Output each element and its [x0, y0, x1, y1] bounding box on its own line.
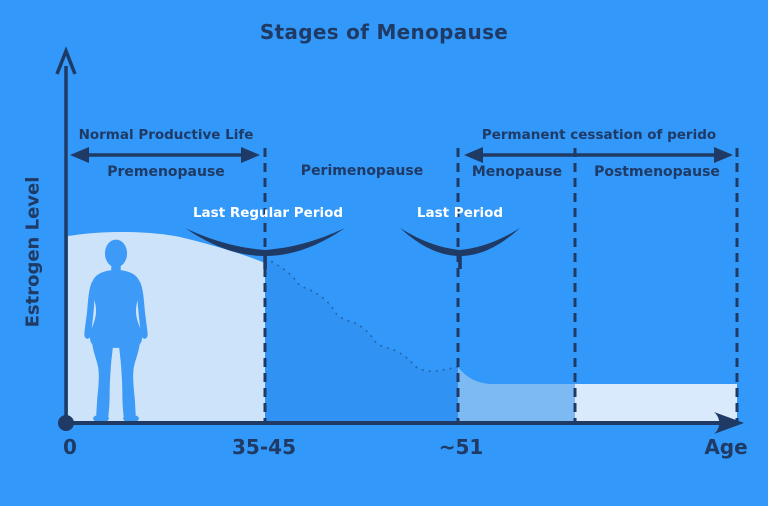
perimenopause-area-fill	[265, 258, 458, 421]
y-axis-label: Estrogen Level	[22, 176, 44, 328]
origin-dot	[58, 415, 74, 431]
postmenopause-area-fill	[575, 384, 737, 421]
cessation-range-arrow	[464, 147, 733, 163]
stage-label-postmenopause: Postmenopause	[594, 164, 720, 180]
x-axis-label-age: Age	[704, 435, 748, 459]
callout-last-period: Last Period	[416, 205, 504, 221]
range-label-cessation: Permanent cessation of perido	[481, 127, 717, 143]
x-axis-arrow-icon	[714, 412, 744, 434]
page-title: Stages of Menopause	[259, 20, 509, 44]
female-silhouette-icon	[84, 239, 148, 423]
x-tick-51: ~51	[438, 435, 484, 459]
callout-last-regular-period: Last Regular Period	[192, 205, 344, 221]
last-period-pointer-icon	[400, 228, 520, 269]
x-tick-0: 0	[63, 435, 77, 459]
y-axis-arrow-icon	[55, 46, 77, 75]
stage-label-menopause: Menopause	[471, 164, 563, 180]
range-label-productive-life: Normal Productive Life	[78, 127, 254, 143]
productive-life-range-arrow	[70, 147, 260, 163]
stage-label-premenopause: Premenopause	[107, 164, 225, 180]
stage-label-perimenopause: Perimenopause	[300, 163, 424, 179]
last-regular-period-pointer-icon	[185, 228, 345, 269]
menopause-area-fill	[458, 367, 575, 421]
x-tick-35-45: 35-45	[232, 435, 296, 459]
estrogen-decline-curve	[264, 257, 459, 373]
